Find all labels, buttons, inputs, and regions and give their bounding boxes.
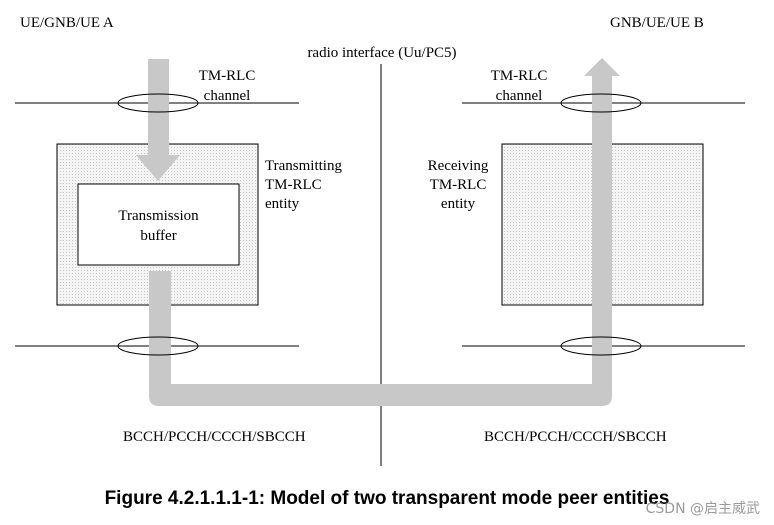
transmitting-entity-line-1: Transmitting <box>265 158 342 174</box>
left-top-channel-ellipse <box>117 93 199 113</box>
left-channel-label: TM-RLC channel <box>184 66 270 106</box>
receiving-entity-line-2: TM-RLC <box>429 177 487 193</box>
receiving-entity-label: Receiving TM-RLC entity <box>418 157 498 214</box>
right-logical-channels-label: BCCH/PCCH/CCCH/SBCCH <box>484 429 667 445</box>
left-logical-channels-label: BCCH/PCCH/CCCH/SBCCH <box>123 429 306 445</box>
right-channel-line-2: channel <box>495 88 543 104</box>
transmitting-entity-label: Transmitting TM-RLC entity <box>265 157 342 214</box>
radio-interface-label: radio interface (Uu/PC5) <box>307 45 457 61</box>
left-channel-line-1: TM-RLC <box>198 68 256 84</box>
figure-caption: Figure 4.2.1.1.1-1: Model of two transpa… <box>104 488 670 509</box>
watermark-text: CSDN @启主威武 <box>645 501 760 517</box>
right-node-label: GNB/UE/UE B <box>610 15 704 31</box>
left-channel-line-2: channel <box>203 88 251 104</box>
transmit-down-arrow <box>136 59 180 181</box>
receiving-entity-line-1: Receiving <box>427 158 489 174</box>
right-channel-line-1: TM-RLC <box>490 68 548 84</box>
transmission-buffer-line-2: buffer <box>140 228 177 244</box>
transmitting-entity-line-2: TM-RLC <box>265 177 322 193</box>
transmitting-entity-line-3: entity <box>265 196 300 212</box>
receiving-entity-line-3: entity <box>440 196 476 212</box>
left-node-label: UE/GNB/UE A <box>20 15 114 31</box>
transmission-buffer-line-1: Transmission <box>118 208 199 224</box>
right-top-channel-ellipse <box>560 93 642 113</box>
left-bottom-channel-ellipse <box>117 336 199 356</box>
transmission-buffer-label: Transmission buffer <box>78 206 239 246</box>
right-channel-label: TM-RLC channel <box>476 66 562 106</box>
right-bottom-channel-ellipse <box>560 336 642 356</box>
transmission-buffer-box <box>77 183 240 266</box>
